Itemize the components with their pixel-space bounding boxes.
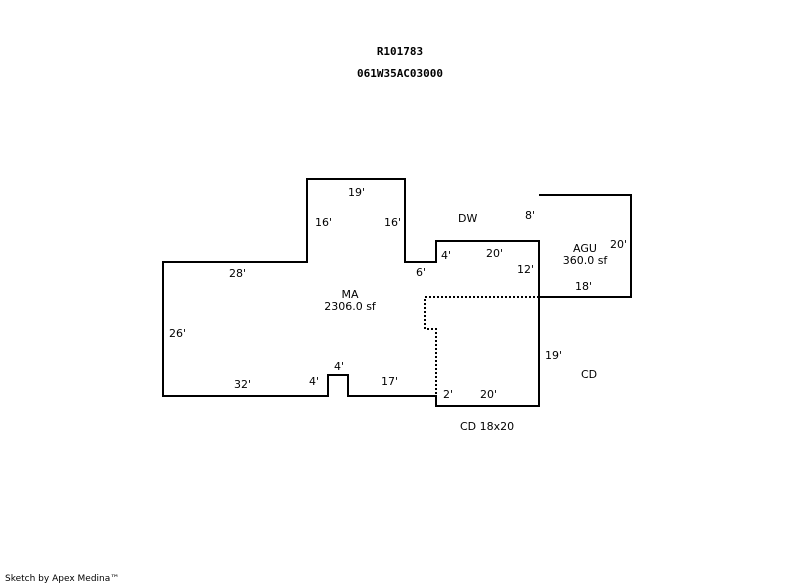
garage-size: 360.0 sf [563,254,609,267]
dim-ma-step-drop: 6' [416,266,426,279]
dim-ma-bump-left: 16' [315,216,332,229]
driveway-code: DW [458,212,477,225]
dim-ma-step-small: 4' [441,249,451,262]
dim-ma-bottom-mid: 17' [381,375,398,388]
dim-deck-step: 2' [443,388,453,401]
deck-caption: CD 18x20 [460,420,514,433]
garage-outline [539,194,632,298]
dim-ma-right-upper: 12' [517,263,534,276]
main-area-size: 2306.0 sf [324,300,377,313]
dim-ma-left: 26' [169,327,186,340]
dim-ma-notch-top: 4' [334,360,344,373]
dim-deck-right: 19' [545,349,562,362]
dim-ma-bottom-left: 32' [234,378,251,391]
main-area-code: MA [341,288,358,301]
dim-ma-notch-left: 4' [309,375,319,388]
dim-ma-upper-right: 20' [486,247,503,260]
dim-garage-left: 8' [525,209,535,222]
deck-code: CD [581,368,597,381]
main-area-outline [162,178,540,407]
map-number: 061W35AC03000 [356,67,444,80]
dim-ma-top: 19' [348,186,365,199]
dim-garage-right: 20' [610,238,627,251]
garage-code: AGU [573,242,597,255]
footer-credit: Sketch by Apex Medina™ [5,574,120,584]
dim-ma-bump-right: 16' [384,216,401,229]
dim-garage-bottom: 18' [575,280,592,293]
dim-ma-upper-left: 28' [229,267,246,280]
dim-deck-bottom: 20' [480,388,497,401]
parcel-id: R101783 [376,45,424,58]
deck-dotted-boundary [424,296,539,396]
